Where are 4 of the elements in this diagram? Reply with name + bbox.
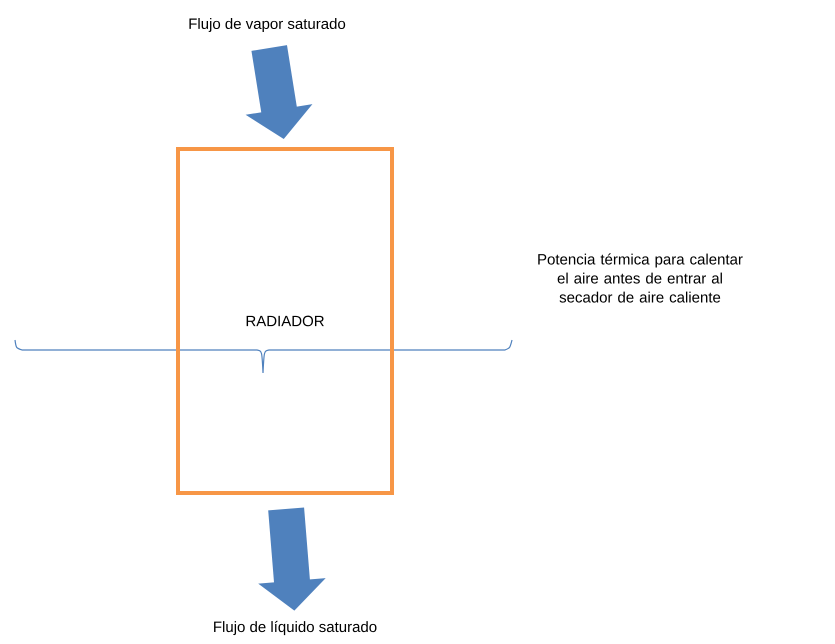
flow-label: Flujo de líquido saturado — [214, 620, 376, 636]
annotation: Potencia térmica para calentar el aire antes de entrar al secador de aire caliente — [538, 253, 743, 303]
radiator-box: RADIADOR — [176, 147, 394, 495]
flow-label: Flujo de vapor saturado — [189, 18, 346, 32]
